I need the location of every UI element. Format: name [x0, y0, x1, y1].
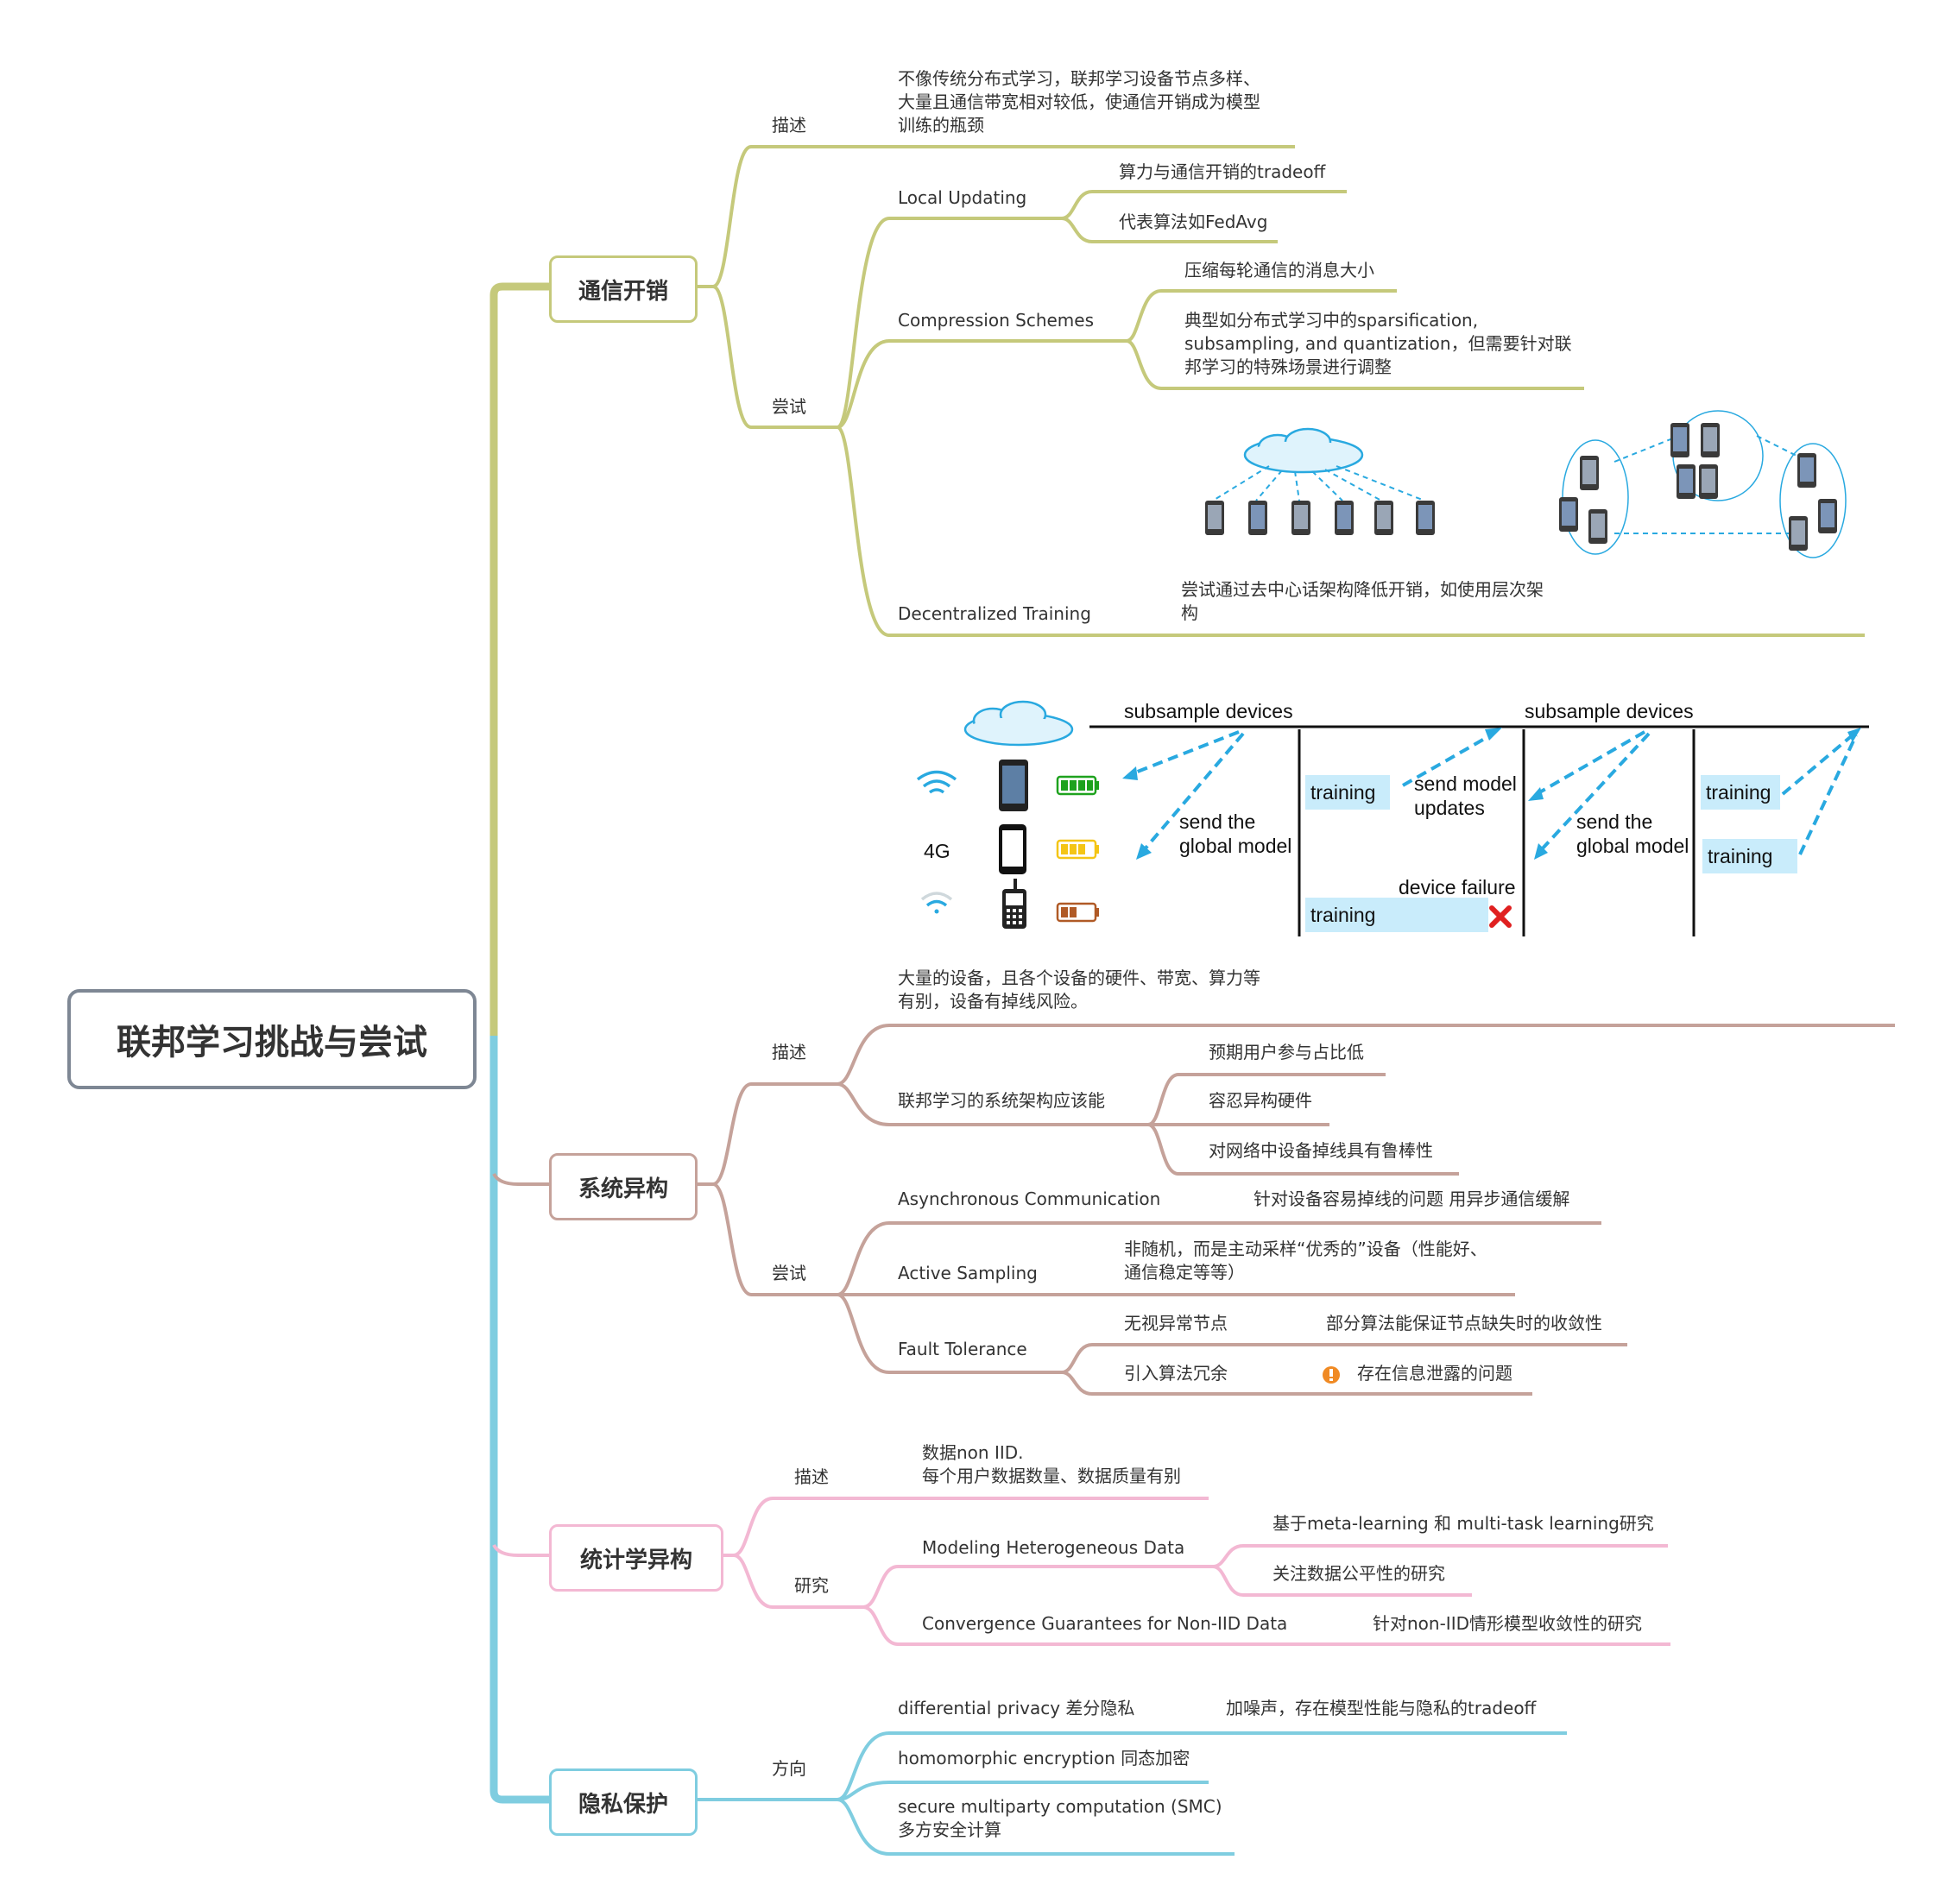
stat-desc-text[interactable]: 数据non IID. 每个用户数据数量、数据质量有别 [922, 1442, 1181, 1486]
phone-icon [1580, 456, 1599, 490]
warning-icon [1323, 1366, 1340, 1384]
decentralized-training[interactable]: Decentralized Training [898, 603, 1091, 624]
modeling-fairness[interactable]: 关注数据公平性的研究 [1272, 1563, 1445, 1584]
battery-medium-icon [1056, 839, 1099, 860]
async-communication[interactable]: Asynchronous Communication [898, 1188, 1161, 1209]
differential-privacy[interactable]: differential privacy 差分隐私 [898, 1698, 1135, 1718]
convergence-guarantees[interactable]: Convergence Guarantees for Non-IID Data [922, 1613, 1288, 1634]
decentralized-topology-figure [1562, 410, 1847, 558]
fl-training-timeline-figure [916, 700, 1869, 936]
sys-arch[interactable]: 联邦学习的系统架构应该能 [898, 1090, 1105, 1111]
local-updating-fedavg[interactable]: 代表算法如FedAvg [1119, 211, 1268, 232]
phone-icon [1677, 464, 1696, 499]
phone-icon [1248, 501, 1267, 535]
sys-desc-label[interactable]: 描述 [772, 1042, 806, 1062]
phone-icon [1797, 453, 1816, 488]
fig-subsample-2: subsample devices [1525, 700, 1694, 722]
failure-cross-icon [1489, 905, 1512, 928]
phone-icon [1670, 423, 1689, 457]
convergence-desc[interactable]: 针对non-IID情形模型收敛性的研究 [1373, 1613, 1643, 1634]
sys-arch-2[interactable]: 容忍异构硬件 [1209, 1090, 1312, 1111]
fig-training-4: training [1702, 839, 1797, 873]
topic-statistical-heterogeneity[interactable]: 统计学异构 [549, 1524, 723, 1592]
sys-desc-text[interactable]: 大量的设备，且各个设备的硬件、带宽、算力等 有别，设备有掉线风险。 [898, 968, 1260, 1012]
active-sampling-desc[interactable]: 非随机，而是主动采样“优秀的”设备（性能好、 通信稳定等等） [1124, 1239, 1487, 1283]
compression-schemes[interactable]: Compression Schemes [898, 310, 1095, 331]
iphone-icon [999, 824, 1026, 874]
fault-redundancy-desc[interactable]: 存在信息泄露的问题 [1357, 1363, 1512, 1384]
topic-communication-cost[interactable]: 通信开销 [549, 255, 698, 323]
fig-training-3: training [1701, 775, 1780, 810]
fault-ignore-desc[interactable]: 部分算法能保证节点缺失时的收敛性 [1326, 1313, 1602, 1333]
fault-redundancy[interactable]: 引入算法冗余 [1124, 1363, 1228, 1384]
wifi-strong-icon [916, 770, 957, 794]
feature-phone-icon [1002, 879, 1026, 929]
cloud-icon [963, 700, 1074, 747]
local-updating-tradeoff[interactable]: 算力与通信开销的tradeoff [1119, 161, 1326, 182]
phone-icon [1818, 499, 1837, 533]
smartphone-icon [999, 760, 1028, 811]
battery-full-icon [1056, 775, 1099, 796]
decentralized-desc[interactable]: 尝试通过去中心话架构降低开销，如使用层次架 构 [1181, 579, 1544, 623]
wifi-weak-icon [920, 892, 953, 914]
sys-arch-1[interactable]: 预期用户参与占比低 [1209, 1042, 1364, 1062]
comm-desc-text[interactable]: 不像传统分布式学习，联邦学习设备节点多样、 大量且通信带宽相对较低，使通信开销成… [898, 68, 1260, 136]
phone-icon [1588, 509, 1607, 544]
fault-ignore[interactable]: 无视异常节点 [1124, 1313, 1228, 1333]
stat-desc-label[interactable]: 描述 [794, 1466, 829, 1487]
phone-icon [1789, 516, 1808, 551]
topic-system-heterogeneity[interactable]: 系统异构 [549, 1153, 698, 1220]
central-topic[interactable]: 联邦学习挑战与尝试 [67, 989, 477, 1089]
phone-icon [1701, 423, 1720, 457]
async-desc[interactable]: 针对设备容易掉线的问题 用异步通信缓解 [1254, 1188, 1570, 1209]
fig-device-failure: device failure [1399, 876, 1516, 898]
phone-icon [1335, 501, 1354, 535]
phone-icon [1559, 497, 1578, 532]
sys-try-label[interactable]: 尝试 [772, 1263, 806, 1283]
fig-subsample-1: subsample devices [1124, 700, 1293, 722]
phone-icon [1374, 501, 1393, 535]
sys-arch-3[interactable]: 对网络中设备掉线具有鲁棒性 [1209, 1140, 1433, 1161]
fig-send-global-1: send the global model [1179, 810, 1292, 857]
stat-research-label[interactable]: 研究 [794, 1575, 829, 1596]
fig-training-1: training [1305, 775, 1390, 810]
topic-privacy[interactable]: 隐私保护 [549, 1768, 698, 1836]
modeling-heterogeneous[interactable]: Modeling Heterogeneous Data [922, 1537, 1185, 1558]
phone-icon [1416, 501, 1435, 535]
active-sampling[interactable]: Active Sampling [898, 1263, 1038, 1283]
fig-training-2: training [1305, 898, 1488, 932]
comm-desc-label[interactable]: 描述 [772, 115, 806, 136]
phone-icon [1291, 501, 1310, 535]
fig-send-global-2: send the global model [1576, 810, 1689, 857]
fault-tolerance[interactable]: Fault Tolerance [898, 1339, 1027, 1359]
homomorphic-encryption[interactable]: homomorphic encryption 同态加密 [898, 1748, 1190, 1768]
phone-icon [1699, 464, 1718, 499]
modeling-meta-learning[interactable]: 基于meta-learning 和 multi-task learning研究 [1272, 1513, 1654, 1534]
battery-low-icon [1056, 902, 1099, 923]
priv-dir-label[interactable]: 方向 [772, 1758, 806, 1779]
phone-icon [1205, 501, 1224, 535]
differential-privacy-desc[interactable]: 加噪声，存在模型性能与隐私的tradeoff [1226, 1698, 1537, 1718]
secure-multiparty-computation[interactable]: secure multiparty computation (SMC) 多方安全… [898, 1796, 1222, 1840]
fig-4g-label: 4G [924, 840, 950, 862]
local-updating[interactable]: Local Updating [898, 187, 1027, 208]
comm-try-label[interactable]: 尝试 [772, 396, 806, 417]
cloud-icon [1243, 427, 1364, 474]
compression-msg-size[interactable]: 压缩每轮通信的消息大小 [1184, 260, 1374, 281]
compression-typical[interactable]: 典型如分布式学习中的sparsification, subsampling, a… [1184, 310, 1572, 377]
hierarchical-topology-figure [1212, 427, 1425, 501]
fig-send-updates: send model updates [1414, 772, 1517, 819]
